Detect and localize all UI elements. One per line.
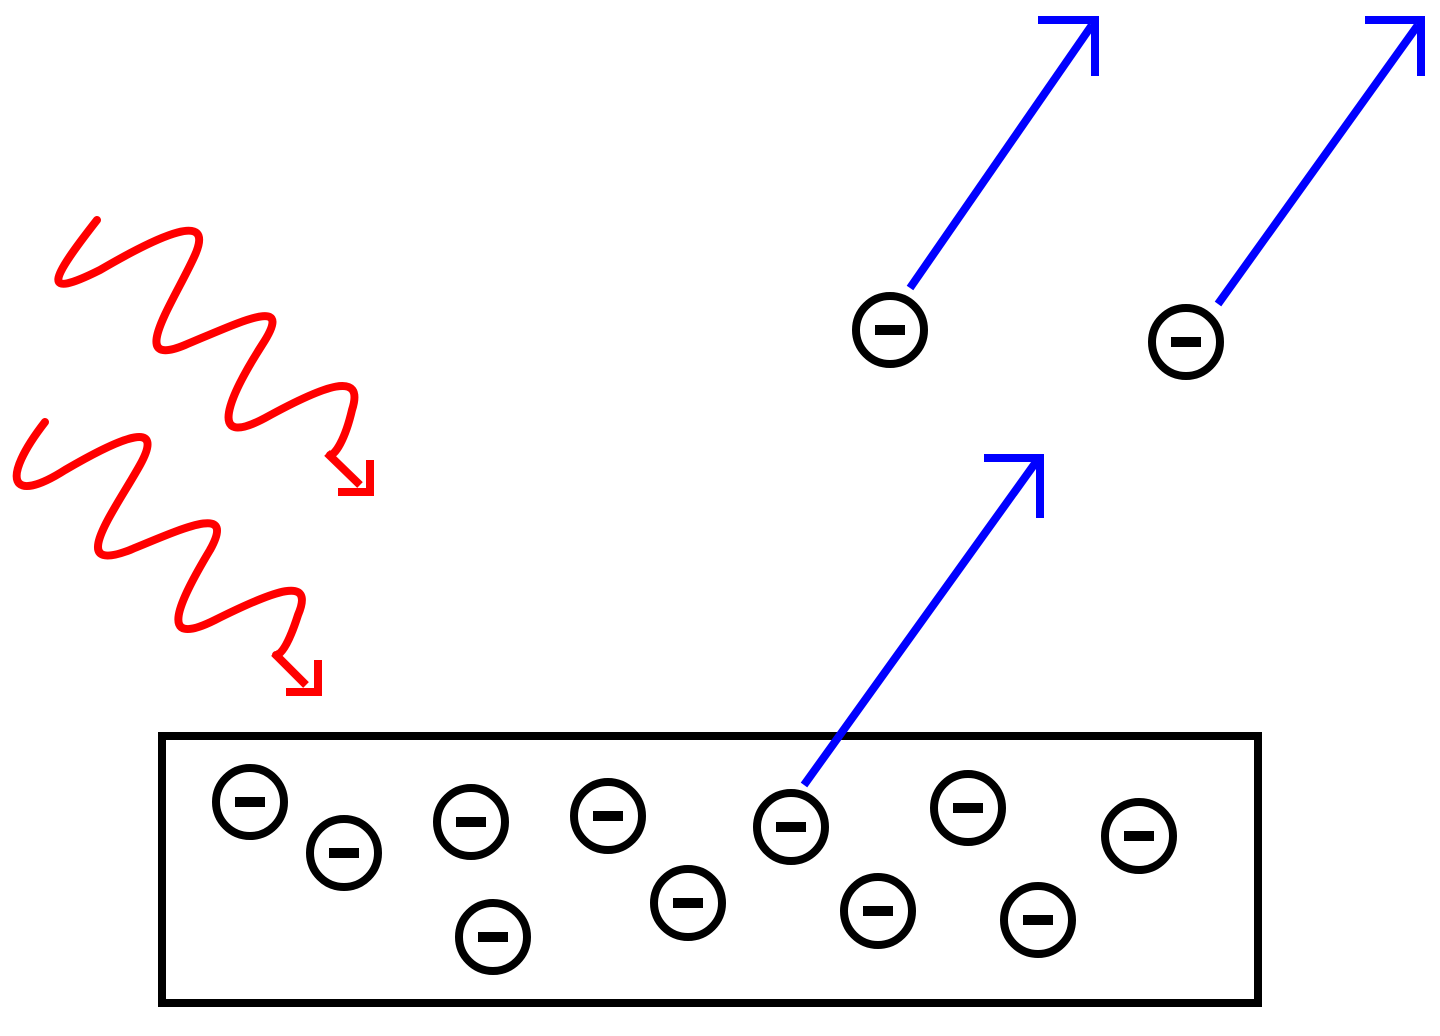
electron [310,819,378,887]
free-electron-2 [1152,308,1220,376]
electron [1105,802,1173,870]
electron-path-arrow-metal [800,454,1044,788]
electron-path-arrow-2 [1214,16,1425,307]
metal-plate [158,732,1262,1007]
electron [757,793,825,861]
electron [934,774,1002,842]
electron [216,768,284,836]
electron [844,877,912,945]
free-electron-1 [856,296,924,364]
electron [437,788,505,856]
light-wave-upper [54,216,374,496]
electron-path-arrow-1 [906,16,1099,291]
electron [1004,886,1072,954]
electron [574,782,642,850]
light-wave-lower [12,418,322,696]
metal-electrons [216,768,1173,971]
electron [654,869,722,937]
electron [459,903,527,971]
